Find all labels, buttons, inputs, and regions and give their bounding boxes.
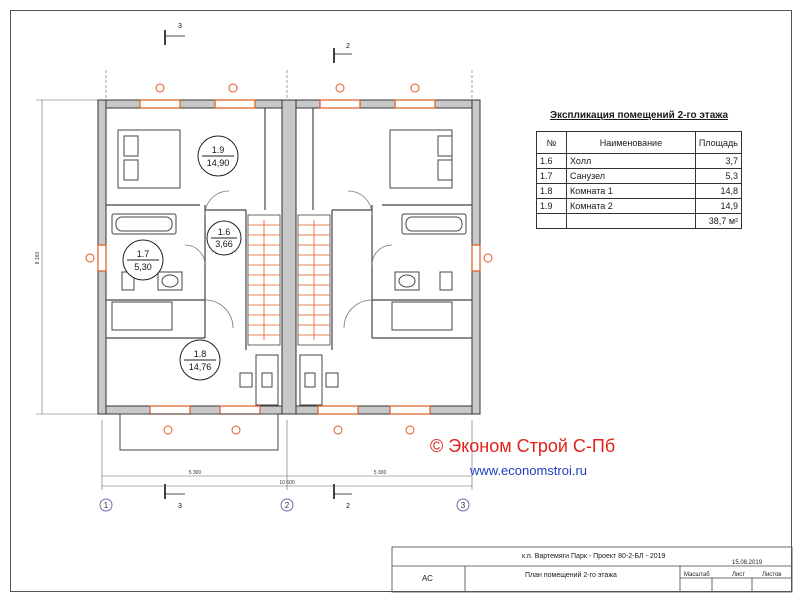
dimension-bottom-overall: 10 600 — [279, 480, 295, 486]
project-name: к.п. Вартемяги Парк - Проект 80-2-БЛ - 2… — [522, 553, 666, 560]
title-block: к.п. Вартемяги Парк - Проект 80-2-БЛ - 2… — [392, 547, 792, 592]
room-tag-1-9-id: 1.9 — [212, 145, 225, 155]
drawing-code: АС — [422, 574, 433, 583]
dimension-lines — [36, 70, 473, 490]
bed-furniture — [111, 129, 453, 331]
row-num: 1.6 — [536, 153, 567, 169]
table-row: 1.7 Санузел 5,3 — [536, 168, 743, 184]
sheets-label: Листов — [762, 572, 782, 578]
row-num: 1.7 — [536, 168, 567, 184]
room-tag-1-8-area: 14,76 — [189, 362, 212, 372]
sheet-label: Лист — [732, 572, 746, 578]
staircase — [247, 214, 331, 346]
axis-label: 1 — [104, 501, 109, 510]
title-block-frame — [391, 546, 793, 593]
dimension-bottom-left: 5 300 — [189, 470, 202, 476]
header-name: Наименование — [566, 131, 696, 154]
copyright-watermark: © Эконом Строй С-Пб — [430, 436, 616, 456]
row-name: Санузел — [566, 168, 696, 184]
section-mark-label: 2 — [346, 503, 350, 510]
row-area: 3,7 — [694, 153, 743, 169]
room-tags — [122, 135, 242, 381]
room-tag-1-7-area: 5,30 — [134, 262, 152, 272]
dimension-bottom-right: 5 300 — [374, 470, 387, 476]
table-total-row: 38,7 м² — [536, 213, 743, 229]
interior-walls — [106, 108, 472, 350]
header-num: № — [536, 131, 567, 154]
sheet-title: План помещений 2-го этажа — [525, 572, 617, 579]
room-explication: Экспликация помещений 2-го этажа № Наиме… — [536, 110, 743, 229]
total-area: 38,7 м² — [694, 213, 743, 229]
sanitary-fixtures — [121, 271, 453, 291]
row-name: Комната 2 — [566, 198, 696, 214]
scale-label: Масштаб — [684, 572, 710, 578]
row-num: 1.9 — [536, 198, 567, 214]
axis-label: 2 — [285, 501, 290, 510]
table-header-row: № Наименование Площадь — [536, 131, 743, 154]
header-area: Площадь — [694, 131, 743, 154]
row-area: 14,8 — [694, 183, 743, 199]
section-mark-label: 3 — [178, 23, 182, 30]
windows — [97, 99, 481, 415]
room-tag-1-6-id: 1.6 — [218, 227, 231, 237]
explication-title: Экспликация помещений 2-го этажа — [549, 110, 729, 121]
axis-bubbles — [99, 498, 470, 512]
section-mark-label: 3 — [178, 503, 182, 510]
dimension-overall-height: 8 160 — [35, 252, 41, 265]
balcony — [119, 413, 279, 451]
bathtub — [111, 213, 467, 235]
section-marks — [164, 30, 352, 499]
axis-label: 3 — [461, 501, 466, 510]
row-name: Комната 1 — [566, 183, 696, 199]
room-tag-1-7-id: 1.7 — [137, 249, 150, 259]
explication-table: № Наименование Площадь 1.6 Холл 3,7 1.7 … — [536, 131, 743, 229]
room-tag-1-6-area: 3,66 — [215, 239, 233, 249]
room-tag-1-8-id: 1.8 — [194, 349, 207, 359]
row-area: 14,9 — [694, 198, 743, 214]
table-row: 1.6 Холл 3,7 — [536, 153, 743, 169]
table-row: 1.8 Комната 1 14,8 — [536, 183, 743, 199]
website-link[interactable]: www.economstroi.ru — [470, 463, 588, 478]
drawing-date: 15.08.2019 — [732, 560, 763, 566]
section-mark-label: 2 — [346, 43, 350, 50]
door-swings — [184, 190, 393, 329]
row-name: Холл — [566, 153, 696, 169]
row-area: 5,3 — [694, 168, 743, 184]
desk-chairs — [239, 354, 339, 406]
room-tag-1-9-area: 14,90 — [207, 158, 230, 168]
table-row: 1.9 Комната 2 14,9 — [536, 198, 743, 214]
window-marker-circles — [85, 83, 493, 435]
row-num: 1.8 — [536, 183, 567, 199]
